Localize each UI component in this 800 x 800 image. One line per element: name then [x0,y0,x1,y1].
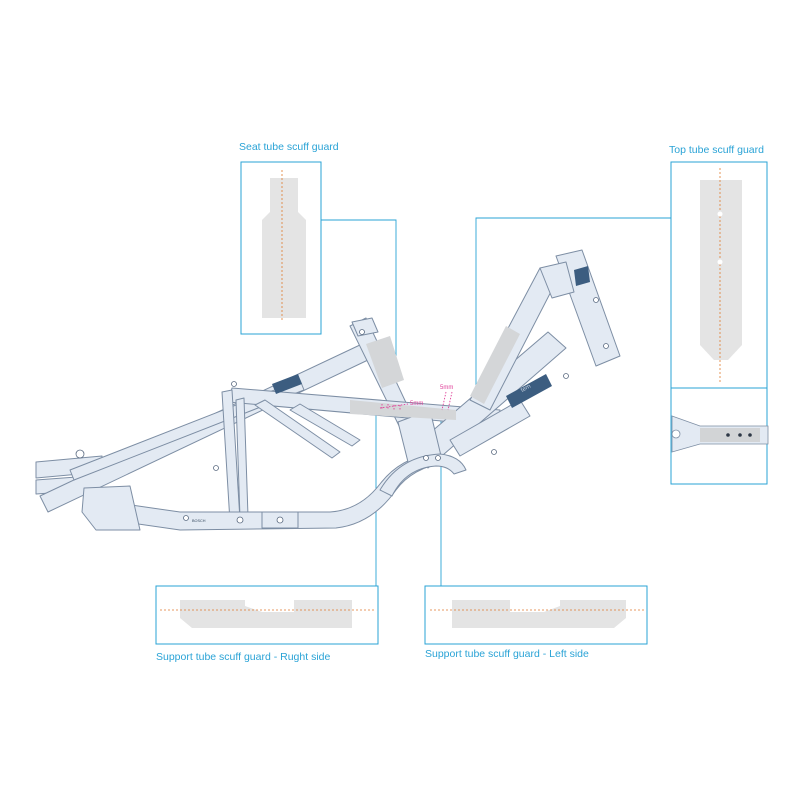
head-tube [555,249,621,367]
detail-guard [700,428,760,442]
dimension-label-b: 5mm [440,385,453,391]
tern-logo-text: tern [520,384,532,394]
top-tube-guard-shape [700,180,742,360]
support-left-guard-label: Support tube scuff guard - Left side [425,648,589,660]
seat-bolt [359,329,365,335]
seat-tube-guard-shape [262,178,306,318]
top-tube-guard-hole [717,259,723,265]
frame-bolts [75,297,609,524]
frame-bolt [236,516,244,524]
top-tube-guard-label: Top tube scuff guard [669,144,764,156]
seat-tube-leader [321,219,397,402]
rack-brace [254,399,341,459]
head-gusset [539,261,575,299]
head-bolt [593,297,599,303]
frame-bolt [183,515,189,521]
support-left-guard-panel [424,585,648,645]
head-bolt [603,343,609,349]
frame-bolt [276,516,284,524]
detail-bolt [738,433,742,437]
rack-bolt [213,465,219,471]
support-right-guard-panel [155,585,379,645]
arch-bolt [435,455,441,461]
head-decal [574,266,590,286]
down-tube-lower [449,399,531,457]
frame-bolt [491,449,497,455]
top-tube-leader [475,217,671,408]
top-tube-detail-panel [670,387,769,485]
detail-bolt [748,433,752,437]
dimension-marks [379,391,453,411]
frame-bolt [563,373,569,379]
rack-bolt [75,449,85,459]
top-tube-guard [470,326,520,404]
detail-mount [671,429,681,439]
seat-tube-guard-label: Seat tube scuff guard [239,141,339,153]
frame-guards [350,326,520,420]
rail-bolt [231,381,237,387]
seat-tube-guard-panel [240,161,322,335]
top-tube-guard-hole [717,211,723,217]
support-right-guard-label: Support tube scuff guard - Rught side [156,651,331,663]
support-rail-guard [350,400,456,420]
support-left-guard-shape [452,600,626,628]
seat-tube-guard [366,336,404,388]
frame-decal [272,374,302,394]
top-tube-guard-panel [670,161,768,389]
detail-bolt [726,433,730,437]
arch-mount [379,453,467,497]
tern-decal [506,374,552,408]
motor-brand-text: BOSCH [192,519,206,523]
arch-bolt [423,455,429,461]
dimension-label-a: 5mm [410,401,423,407]
seat-clamp [351,317,379,337]
rear-dropout [81,485,141,531]
rack-brace-2 [289,403,361,447]
support-right-guard-shape [180,600,352,628]
